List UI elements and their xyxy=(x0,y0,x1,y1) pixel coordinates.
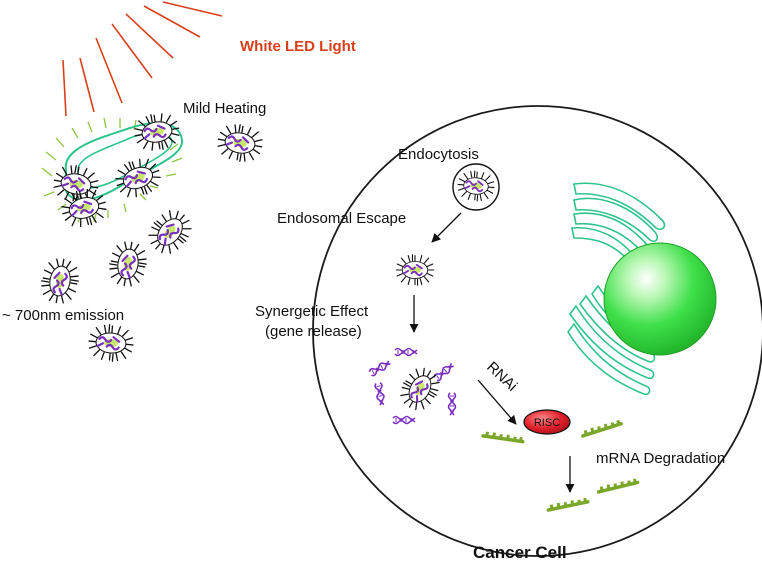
mrna-degradation-label: mRNA Degradation xyxy=(596,450,725,467)
escape-arrow xyxy=(431,212,462,243)
risc-label: RISC xyxy=(534,417,560,429)
nanoparticle-icon xyxy=(37,109,266,364)
emission-label: ~ 700nm emission xyxy=(2,307,124,324)
nanoparticle-icon xyxy=(395,253,435,287)
rnai-arrow xyxy=(477,379,517,425)
endosomal-escape-label: Endosomal Escape xyxy=(277,210,406,227)
synergetic-effect-label: Synergetic Effect xyxy=(255,303,369,320)
nanoparticle-icon xyxy=(393,361,447,417)
led-light-label: White LED Light xyxy=(240,38,356,55)
rnai-label: RNAi xyxy=(483,358,520,394)
cancer-cell-membrane xyxy=(312,105,762,557)
heat-dashes xyxy=(41,117,183,223)
mild-heating-label: Mild Heating xyxy=(183,100,266,117)
endocytosis-label: Endocytosis xyxy=(398,146,479,163)
gene-release-label: (gene release) xyxy=(265,323,362,340)
risc-complex-icon: RISC xyxy=(523,409,571,435)
light-rays-icon xyxy=(62,1,223,117)
cluster-outline xyxy=(64,122,184,201)
cancer-cell-label: Cancer Cell xyxy=(473,543,567,562)
nucleus-sphere-icon xyxy=(603,242,717,356)
